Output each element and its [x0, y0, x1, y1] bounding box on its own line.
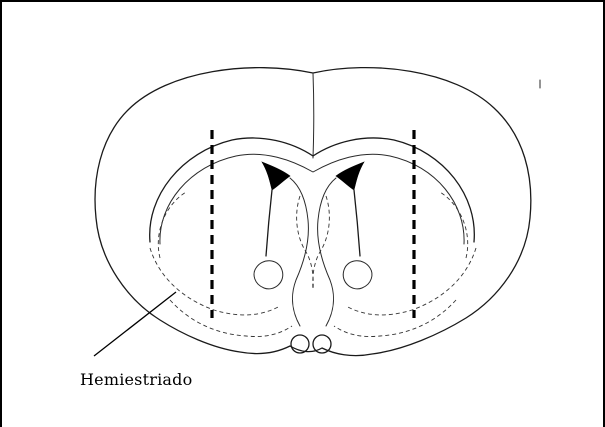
left-inner-dashed-ring: [158, 192, 186, 258]
central-structure-inner-right: [313, 196, 330, 290]
brain-outer-contour: [95, 68, 531, 356]
corpus-callosum-upper: [150, 138, 475, 242]
hemiestriado-label: Hemiestriado: [80, 370, 192, 389]
left-lateral-ventricle: [262, 162, 290, 190]
label-pointer-line: [94, 292, 176, 356]
corpus-callosum-lower: [160, 154, 464, 244]
right-lateral-ventricle: [336, 162, 364, 190]
right-ventral-dashed-outline: [346, 248, 476, 315]
right-striatum-medial-border: [354, 190, 360, 256]
right-lower-dashed-outline: [334, 300, 456, 337]
midline-fissure: [313, 73, 314, 158]
left-ventral-dashed-outline: [150, 248, 280, 315]
central-structure-inner: [297, 196, 314, 290]
right-anterior-commissure: [343, 261, 372, 289]
left-anterior-commissure: [254, 261, 283, 289]
left-striatum-medial-border: [266, 190, 272, 256]
right-optic-circle: [313, 335, 331, 353]
left-lower-dashed-outline: [170, 300, 292, 337]
